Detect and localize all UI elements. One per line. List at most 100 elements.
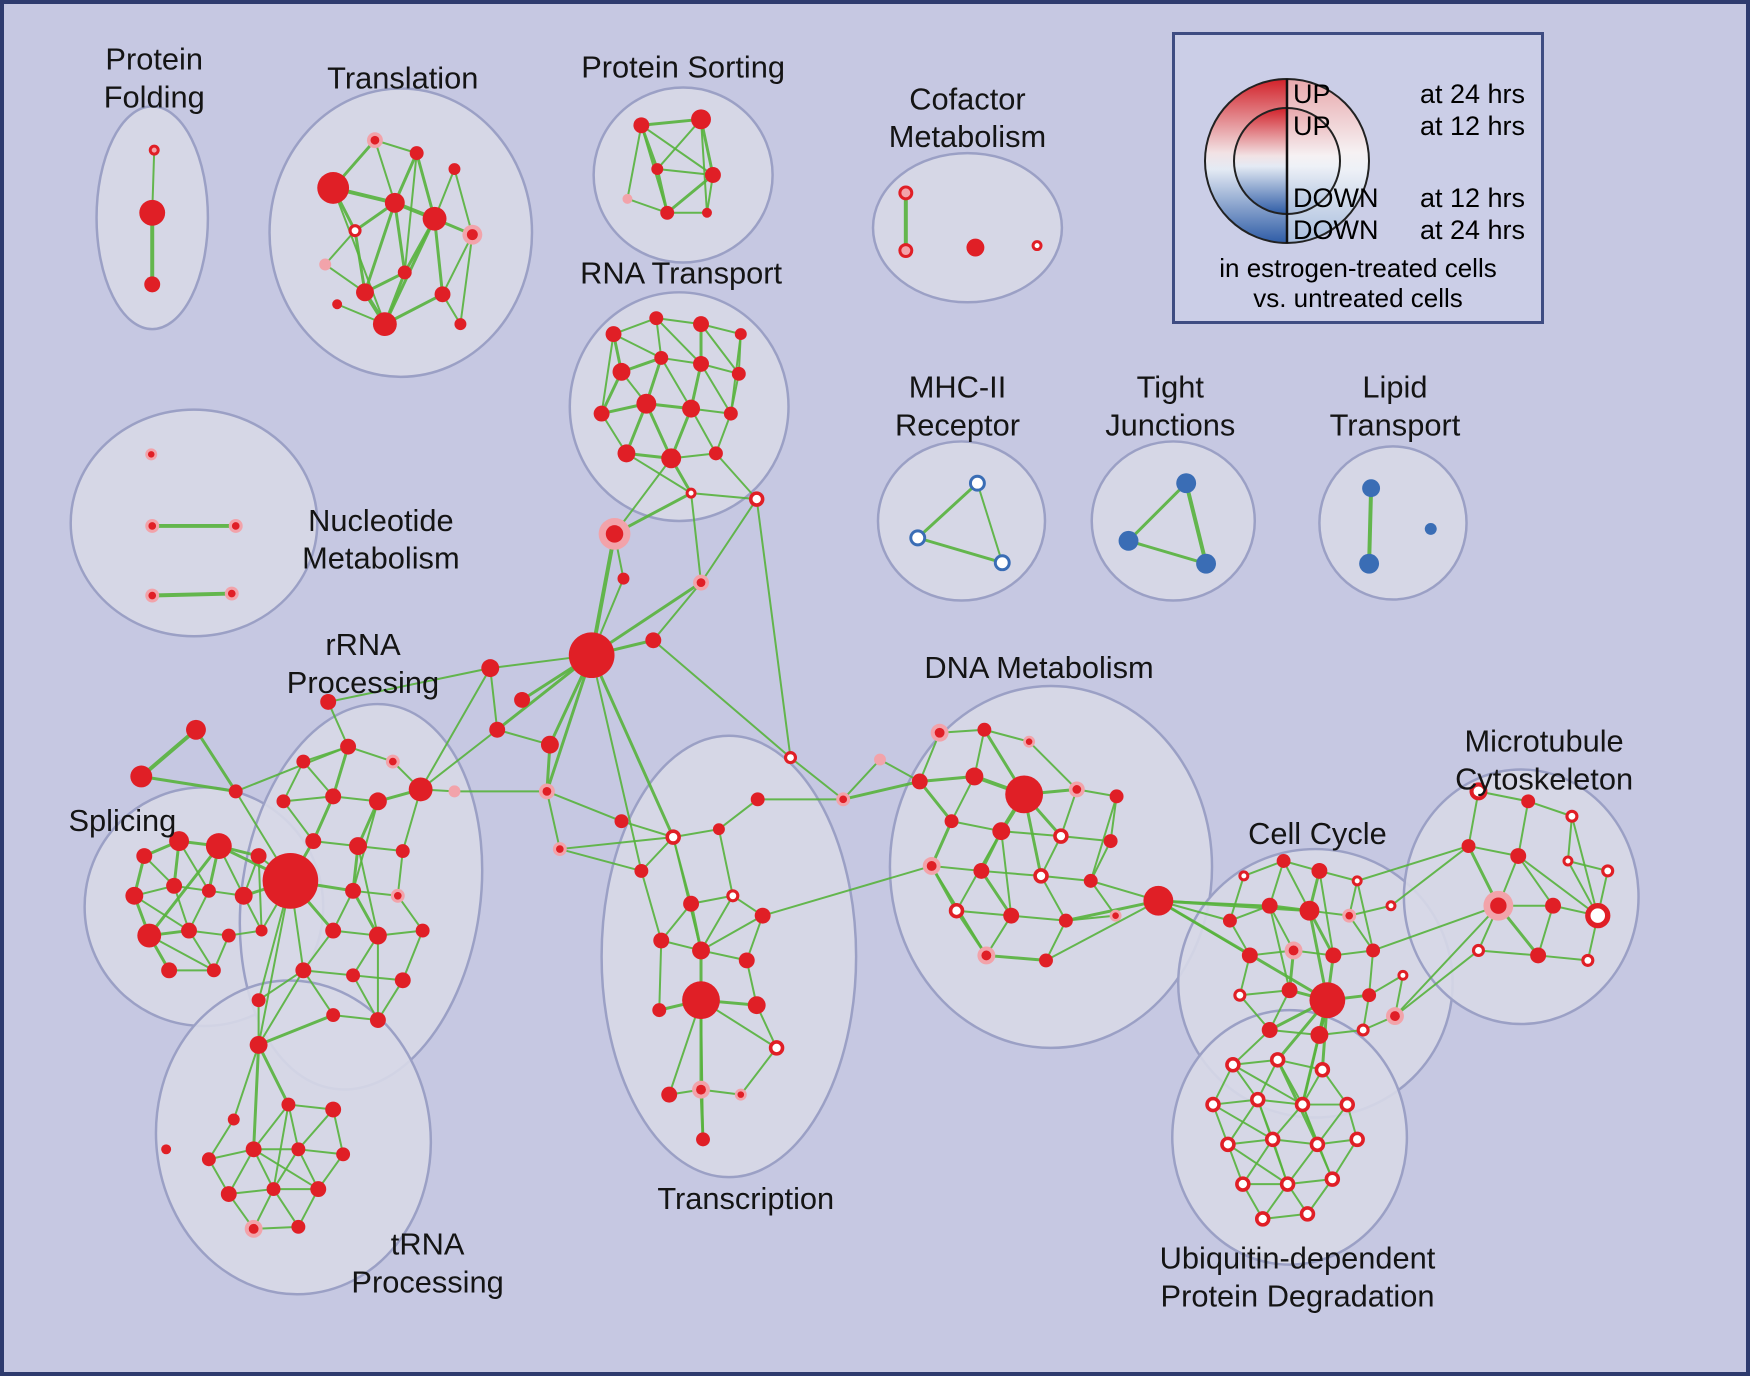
node-120[interactable] xyxy=(1310,1026,1329,1044)
node-12[interactable] xyxy=(356,283,374,302)
node-49[interactable] xyxy=(645,632,662,649)
node-127[interactable] xyxy=(1562,855,1574,867)
node-30[interactable] xyxy=(649,311,664,326)
node-27[interactable] xyxy=(966,238,985,257)
node-43[interactable] xyxy=(708,446,723,461)
node-59[interactable] xyxy=(634,863,649,878)
node-6[interactable] xyxy=(448,163,461,175)
node-198[interactable] xyxy=(291,1142,306,1157)
node-183[interactable] xyxy=(325,922,342,939)
node-83[interactable] xyxy=(1005,775,1044,814)
node-40[interactable] xyxy=(723,406,738,421)
node-115[interactable] xyxy=(1281,982,1298,999)
node-8[interactable] xyxy=(384,192,405,213)
node-18[interactable] xyxy=(633,117,650,134)
node-82[interactable] xyxy=(965,767,984,786)
node-132[interactable] xyxy=(1471,943,1486,958)
node-171[interactable] xyxy=(340,738,357,755)
node-139[interactable] xyxy=(1205,1096,1221,1113)
node-72[interactable] xyxy=(692,1080,710,1099)
node-89[interactable] xyxy=(1103,834,1118,849)
node-57[interactable] xyxy=(783,751,798,765)
node-147[interactable] xyxy=(1235,1176,1251,1192)
node-68[interactable] xyxy=(682,981,720,1020)
node-155[interactable] xyxy=(250,848,267,864)
node-117[interactable] xyxy=(1362,988,1377,1003)
node-94[interactable] xyxy=(948,902,965,919)
node-185[interactable] xyxy=(415,923,430,938)
node-105[interactable] xyxy=(1222,913,1237,928)
node-153[interactable] xyxy=(169,831,190,852)
node-56[interactable] xyxy=(614,814,629,829)
node-63[interactable] xyxy=(726,889,740,903)
node-75[interactable] xyxy=(696,1132,710,1147)
node-100[interactable] xyxy=(1143,885,1174,916)
node-142[interactable] xyxy=(1339,1096,1355,1113)
node-80[interactable] xyxy=(1023,735,1036,748)
node-112[interactable] xyxy=(1325,947,1342,964)
node-166[interactable] xyxy=(186,719,206,740)
node-170[interactable] xyxy=(296,754,311,769)
node-50[interactable] xyxy=(568,632,615,679)
node-45[interactable] xyxy=(748,491,765,507)
node-161[interactable] xyxy=(181,922,197,939)
node-206[interactable] xyxy=(481,659,500,678)
node-125[interactable] xyxy=(1461,839,1476,854)
node-32[interactable] xyxy=(734,328,747,341)
node-42[interactable] xyxy=(661,448,682,469)
node-152[interactable] xyxy=(136,848,153,864)
node-150[interactable] xyxy=(1254,1211,1271,1227)
node-144[interactable] xyxy=(1264,1131,1281,1148)
node-193[interactable] xyxy=(227,1113,240,1126)
node-55[interactable] xyxy=(552,842,567,857)
node-67[interactable] xyxy=(738,952,755,969)
node-173[interactable] xyxy=(276,794,291,809)
node-54[interactable] xyxy=(448,785,461,798)
node-78[interactable] xyxy=(930,723,949,742)
node-199[interactable] xyxy=(336,1147,351,1162)
node-159[interactable] xyxy=(234,886,253,905)
node-178[interactable] xyxy=(349,837,367,856)
node-13[interactable] xyxy=(397,265,412,280)
node-73[interactable] xyxy=(661,1086,678,1103)
node-179[interactable] xyxy=(395,844,410,859)
node-196[interactable] xyxy=(201,1152,216,1167)
node-101[interactable] xyxy=(1238,870,1250,882)
node-21[interactable] xyxy=(704,167,721,183)
node-58[interactable] xyxy=(665,829,681,845)
node-209[interactable] xyxy=(909,529,927,547)
node-121[interactable] xyxy=(1356,1023,1370,1037)
node-128[interactable] xyxy=(1601,864,1615,878)
node-216[interactable] xyxy=(1424,522,1437,535)
node-51[interactable] xyxy=(540,735,559,754)
node-53[interactable] xyxy=(538,783,555,800)
node-221[interactable] xyxy=(224,586,239,601)
node-205[interactable] xyxy=(161,1144,172,1155)
node-25[interactable] xyxy=(898,185,914,201)
node-213[interactable] xyxy=(1196,553,1217,574)
node-15[interactable] xyxy=(372,312,397,337)
node-7[interactable] xyxy=(348,224,362,238)
node-46[interactable] xyxy=(598,517,631,550)
node-124[interactable] xyxy=(1565,809,1579,823)
node-146[interactable] xyxy=(1349,1131,1365,1148)
node-41[interactable] xyxy=(617,444,636,463)
node-202[interactable] xyxy=(310,1181,327,1198)
node-69[interactable] xyxy=(747,996,766,1015)
node-84[interactable] xyxy=(1068,781,1085,798)
node-23[interactable] xyxy=(660,205,675,220)
node-145[interactable] xyxy=(1309,1136,1326,1153)
node-210[interactable] xyxy=(993,554,1011,572)
node-217[interactable] xyxy=(145,448,158,461)
node-5[interactable] xyxy=(409,146,424,161)
node-149[interactable] xyxy=(1324,1171,1341,1187)
node-134[interactable] xyxy=(1581,953,1595,967)
node-44[interactable] xyxy=(685,487,697,499)
node-130[interactable] xyxy=(1545,897,1561,914)
node-102[interactable] xyxy=(1276,854,1291,868)
node-215[interactable] xyxy=(1359,553,1380,574)
node-34[interactable] xyxy=(654,350,669,365)
node-162[interactable] xyxy=(221,928,236,943)
node-191[interactable] xyxy=(251,993,266,1008)
node-109[interactable] xyxy=(1385,900,1397,912)
